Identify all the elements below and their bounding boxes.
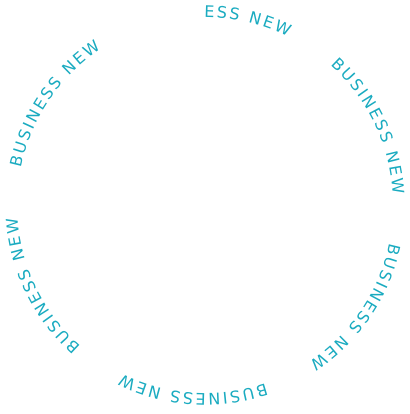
ring-segment-lower-right: BUSINESS NEW (305, 242, 404, 375)
ring-segment-lower-left: BUSINESS NEW (2, 215, 83, 357)
ring-segment-upper-right: BUSINESS NEW (328, 54, 408, 197)
ring-segment-upper-left: BUSINESS NEW (6, 35, 105, 169)
ring-segment-top: BUSINESS NEW (0, 0, 296, 41)
ring-segment-bottom: BUSINESS NEW (114, 369, 270, 408)
